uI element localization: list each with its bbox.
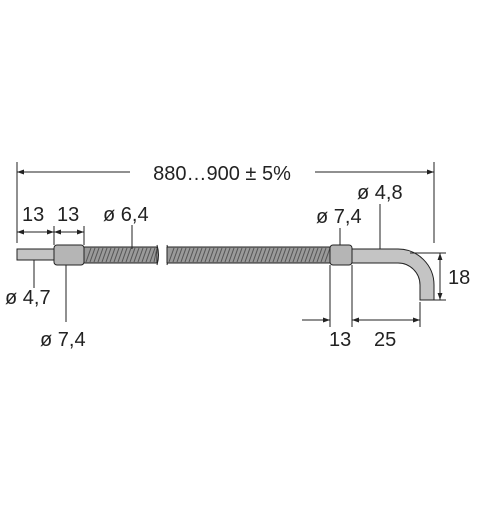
- hose-spiral-hatch: [89, 247, 96, 263]
- hose-spiral-hatch: [117, 247, 124, 263]
- hose-right-segment: [166, 246, 331, 264]
- left-sleeve-diameter-label: ø 7,4: [40, 329, 86, 351]
- hose-spiral-hatch: [228, 247, 235, 263]
- hose-spiral-hatch: [129, 247, 136, 263]
- hose-spiral-hatch: [97, 247, 104, 263]
- hose-spiral-hatch: [288, 247, 295, 263]
- hose-spiral-hatch: [248, 247, 255, 263]
- left-sleeve-length-label: 13: [57, 204, 79, 226]
- hose-spiral-hatch: [212, 247, 219, 263]
- hose-spiral-hatch: [85, 247, 92, 263]
- hose-spiral-hatch: [172, 247, 179, 263]
- hose-spiral-hatch: [308, 247, 315, 263]
- left-tube-diameter-label: ø 4,7: [5, 287, 51, 309]
- hose-spiral-hatch: [240, 247, 247, 263]
- hose-spiral-hatch: [145, 247, 152, 263]
- hose-spiral-hatch: [188, 247, 195, 263]
- hose-spiral-hatch: [93, 247, 100, 263]
- hose-spiral-hatch: [312, 247, 319, 263]
- hose-spiral-hatch: [149, 247, 156, 263]
- hose-spiral-hatch: [264, 247, 271, 263]
- hose-spiral-hatch: [168, 247, 175, 263]
- hose-spiral-hatch: [260, 247, 267, 263]
- hose-spiral-hatch: [304, 247, 311, 263]
- hose-spiral-hatch: [101, 247, 108, 263]
- hose-spiral-hatch: [109, 247, 116, 263]
- right-sleeve: [329, 244, 353, 266]
- hose-left-segment: [83, 246, 158, 264]
- left-tube: [16, 248, 55, 261]
- hose-spiral-hatch: [137, 247, 144, 263]
- hose-spiral-hatch: [141, 247, 148, 263]
- hose-spiral-hatch: [244, 247, 251, 263]
- hose-spiral-hatch: [292, 247, 299, 263]
- cable: [16, 244, 435, 301]
- hose-spiral-hatch: [196, 247, 203, 263]
- hose-spiral-hatch: [180, 247, 187, 263]
- right-sleeve-length-label: 13: [329, 329, 351, 351]
- hose-spiral-hatch: [324, 247, 331, 263]
- hose-spiral-hatch: [272, 247, 279, 263]
- hose-spiral-hatch: [316, 247, 323, 263]
- hose-diameter-label: ø 6,4: [103, 204, 149, 226]
- hose-spiral-hatch: [256, 247, 263, 263]
- hose-spiral-hatch: [204, 247, 211, 263]
- hose-spiral-hatch: [280, 247, 287, 263]
- hose-spiral-hatch: [320, 247, 327, 263]
- hose-spiral-hatch: [192, 247, 199, 263]
- hose-spiral-hatch: [125, 247, 132, 263]
- hose-spiral-hatch: [216, 247, 223, 263]
- hose-spiral-hatch: [200, 247, 207, 263]
- hose-spiral-hatch: [300, 247, 307, 263]
- bend-length-label: 25: [374, 329, 396, 351]
- hose-spiral-hatch: [113, 247, 120, 263]
- left-sleeve: [53, 244, 85, 266]
- hose-spiral-hatch: [121, 247, 128, 263]
- bend-height-label: 18: [448, 267, 470, 289]
- hose-spiral-hatch: [236, 247, 243, 263]
- hose-spiral-hatch: [252, 247, 259, 263]
- right-tube-diameter-label: ø 4,8: [357, 182, 403, 204]
- right-end-dimensions: ø 7,4 ø 4,8 13 25 18: [302, 182, 470, 351]
- left-tube-length-label: 13: [22, 204, 44, 226]
- left-end-dimensions: 13 13 ø 6,4 ø 4,7 ø 7,4: [5, 204, 149, 351]
- hose-spiral-hatch: [176, 247, 183, 263]
- right-bent-tube: [351, 248, 435, 301]
- hose-spiral-hatch: [133, 247, 140, 263]
- overall-length-label: 880…900 ± 5%: [153, 163, 291, 185]
- hose-spiral-hatch: [184, 247, 191, 263]
- right-sleeve-diameter-label: ø 7,4: [316, 206, 362, 228]
- hose-spiral-hatch: [224, 247, 231, 263]
- hose-spiral-hatch: [232, 247, 239, 263]
- break-line-left: [156, 244, 159, 266]
- hose-spiral-hatch: [276, 247, 283, 263]
- overall-length-dimension: 880…900 ± 5%: [16, 162, 435, 243]
- hose-spiral-hatch: [208, 247, 215, 263]
- hose-spiral-hatch: [284, 247, 291, 263]
- hose-spiral-hatch: [296, 247, 303, 263]
- hose-spiral-hatch: [153, 247, 158, 263]
- hose-spiral-hatch: [220, 247, 227, 263]
- hose-spiral-hatch: [268, 247, 275, 263]
- hose-spiral-hatch: [105, 247, 112, 263]
